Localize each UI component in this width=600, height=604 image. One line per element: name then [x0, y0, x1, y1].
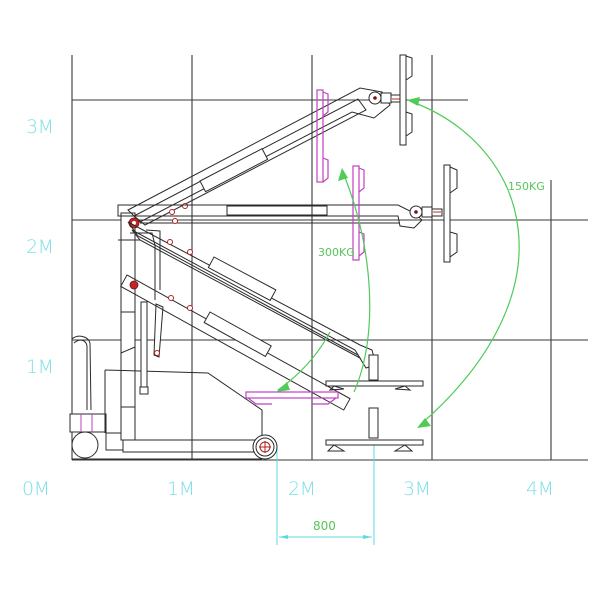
y-label-1m: 1M: [26, 356, 53, 378]
arc-150kg: [409, 100, 520, 426]
y-axis-labels: 3M 2M 1M: [26, 116, 54, 378]
rear-battery-box: [69, 413, 107, 433]
arc-300kg: [341, 169, 371, 393]
ghost-frame-mid: [352, 165, 360, 261]
y-label-3m: 3M: [26, 116, 53, 138]
arc-150kg-arrow-bottom: [417, 418, 431, 428]
x-label-1m: 1M: [167, 478, 194, 500]
boom-midlow-cylinder: [207, 256, 277, 302]
dimension-label: 800: [313, 519, 336, 533]
lift-cylinder: [140, 301, 148, 393]
suction-frame-midlow: [325, 380, 424, 387]
dimension-800: 800: [276, 442, 375, 545]
suction-frame-low: [325, 439, 424, 446]
dimension-arrow-left: [279, 535, 288, 539]
x-label-3m: 3M: [403, 478, 430, 500]
load-label-150kg: 150KG: [508, 180, 545, 193]
chassis-body: [104, 369, 263, 440]
load-label-300kg: 300KG: [318, 246, 355, 259]
x-label-0m: 0M: [22, 478, 49, 500]
boom-position-low: [120, 274, 424, 452]
ghost-positions: [245, 89, 365, 405]
suction-frame-high: [399, 54, 407, 146]
boom-high-outer: [127, 87, 391, 223]
ghost-frame-high: [316, 89, 324, 183]
arc-150kg-arrow-top: [407, 97, 420, 106]
mast: [120, 212, 136, 441]
x-label-4m: 4M: [526, 478, 553, 500]
dimension-arrow-right: [363, 535, 372, 539]
chassis-rail: [122, 439, 256, 453]
arc-300kg-arrow-top: [338, 168, 348, 181]
x-axis-labels: 0M 1M 2M 3M 4M: [22, 478, 554, 500]
ghost-frame-low: [245, 391, 339, 399]
crane-base: [69, 212, 278, 460]
suction-frame-horizontal: [443, 164, 451, 263]
boom-horizontal-outer: [117, 204, 423, 229]
boom-low-cylinder: [203, 311, 272, 358]
y-label-2m: 2M: [26, 236, 53, 258]
tilt-cylinder: [153, 303, 164, 358]
boom-midlow-neck: [368, 354, 379, 381]
boom-position-high: [127, 54, 413, 226]
boom-position-horizontal: [117, 164, 458, 263]
boom-high-cylinder: [199, 148, 269, 193]
lower-pivot: [129, 280, 139, 290]
arc-300kg-arrow-bottom: [276, 382, 290, 392]
handle: [71, 335, 92, 411]
rear-wheel: [71, 431, 99, 459]
boom-horizontal-cylinder: [226, 205, 328, 216]
rotation-arcs: 300KG 150KG: [276, 97, 545, 428]
x-label-2m: 2M: [288, 478, 315, 500]
boom-low-neck: [368, 407, 379, 439]
boom-position-mid-low: [127, 221, 424, 391]
